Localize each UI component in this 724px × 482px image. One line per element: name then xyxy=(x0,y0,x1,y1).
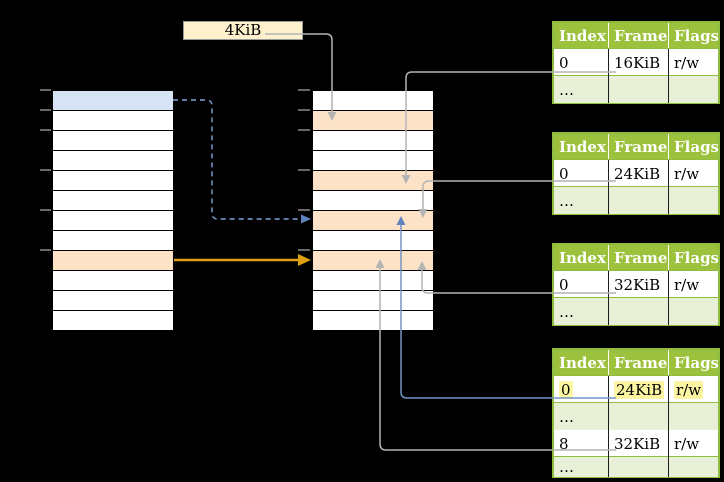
table-cell: 24KiB xyxy=(608,160,668,187)
header-cell-frame: Frame xyxy=(608,23,668,48)
header-cell-frame: Frame xyxy=(608,245,668,270)
header-cell-flags: Flags xyxy=(668,23,718,48)
mem-row-orange xyxy=(53,251,173,271)
mem-row-white xyxy=(53,111,173,131)
table-cell: 0 xyxy=(554,376,608,403)
ellipsis-row: … xyxy=(554,456,718,477)
table-cell xyxy=(608,187,668,214)
ellipsis-row: … xyxy=(554,75,718,103)
mem-row-white xyxy=(53,211,173,231)
header-cell-flags: Flags xyxy=(668,245,718,270)
mem-row-white xyxy=(53,291,173,311)
mem-row-white xyxy=(313,191,433,211)
table-cell xyxy=(668,403,718,430)
mem-row-white xyxy=(313,131,433,151)
mem-row-white xyxy=(53,231,173,251)
table-cell xyxy=(608,457,668,477)
table-cell xyxy=(668,457,718,477)
highlighted-value: r/w xyxy=(674,380,704,399)
table-cell: r/w xyxy=(668,430,718,457)
mem-row-white xyxy=(313,151,433,171)
arrow-orange-left-row9-to-middle-row9 xyxy=(174,254,311,266)
header-cell-index: Index xyxy=(559,248,606,267)
mem-row-white xyxy=(313,291,433,311)
table-cell: r/w xyxy=(668,49,718,76)
mem-row-white xyxy=(313,311,433,330)
ellipsis-row: … xyxy=(554,186,718,214)
table-cell: 0 xyxy=(559,164,569,183)
table-cell xyxy=(668,187,718,214)
table-cell: … xyxy=(554,187,608,214)
mem-row-white xyxy=(313,91,433,111)
table-cell: r/w xyxy=(668,376,718,403)
mem-row-white xyxy=(53,311,173,330)
highlighted-value: 24KiB xyxy=(614,380,665,399)
highlighted-value: 0 xyxy=(559,380,573,399)
table-cell xyxy=(608,298,668,325)
table-cell: r/w xyxy=(668,271,718,298)
table-cell: … xyxy=(554,298,608,325)
table-cell: r/w xyxy=(668,160,718,187)
mem-row-orange xyxy=(313,171,433,191)
mem-row-orange xyxy=(313,211,433,231)
table-cell: 32KiB xyxy=(608,271,668,298)
entry-row: 0 24KiB r/w xyxy=(554,375,718,403)
mem-row-white xyxy=(53,171,173,191)
mem-row-blue xyxy=(53,91,173,111)
header-cell-flags: Flags xyxy=(668,350,718,375)
header-cell-flags: Flags xyxy=(668,134,718,159)
page-size-label-text: 4KiB xyxy=(224,21,262,39)
ellipsis-row: … xyxy=(554,402,718,430)
table-cell xyxy=(668,76,718,103)
middle-memory-table xyxy=(312,90,434,331)
table-cell: 16KiB xyxy=(608,49,668,76)
mem-row-white xyxy=(313,271,433,291)
mem-row-white xyxy=(53,151,173,171)
arrow-dashed-left-row1-to-middle-row7 xyxy=(173,99,311,224)
table-cell: 0 xyxy=(559,275,569,294)
mem-row-white xyxy=(53,131,173,151)
table-cell xyxy=(608,403,668,430)
header-cell-index: Index xyxy=(559,137,606,156)
table-cell: 8 xyxy=(559,434,569,453)
table-cell: … xyxy=(554,457,608,477)
table-cell xyxy=(668,298,718,325)
ellipsis-row: … xyxy=(554,297,718,325)
table-cell: 32KiB xyxy=(608,430,668,457)
mem-row-white xyxy=(53,271,173,291)
header-cell-frame: Frame xyxy=(608,134,668,159)
header-cell-index: Index xyxy=(559,353,606,372)
header-cell-frame: Frame xyxy=(608,350,668,375)
table-cell xyxy=(608,76,668,103)
mem-row-orange xyxy=(313,111,433,131)
header-cell-index: Index xyxy=(559,26,606,45)
table-cell: … xyxy=(554,76,608,103)
mem-row-white xyxy=(313,231,433,251)
mem-row-white xyxy=(53,191,173,211)
mem-row-orange xyxy=(313,251,433,271)
left-memory-table xyxy=(52,90,174,331)
table-cell: … xyxy=(554,403,608,430)
table-cell: 24KiB xyxy=(608,376,668,403)
table-cell: 0 xyxy=(559,53,569,72)
page-size-label: 4KiB xyxy=(183,21,303,40)
